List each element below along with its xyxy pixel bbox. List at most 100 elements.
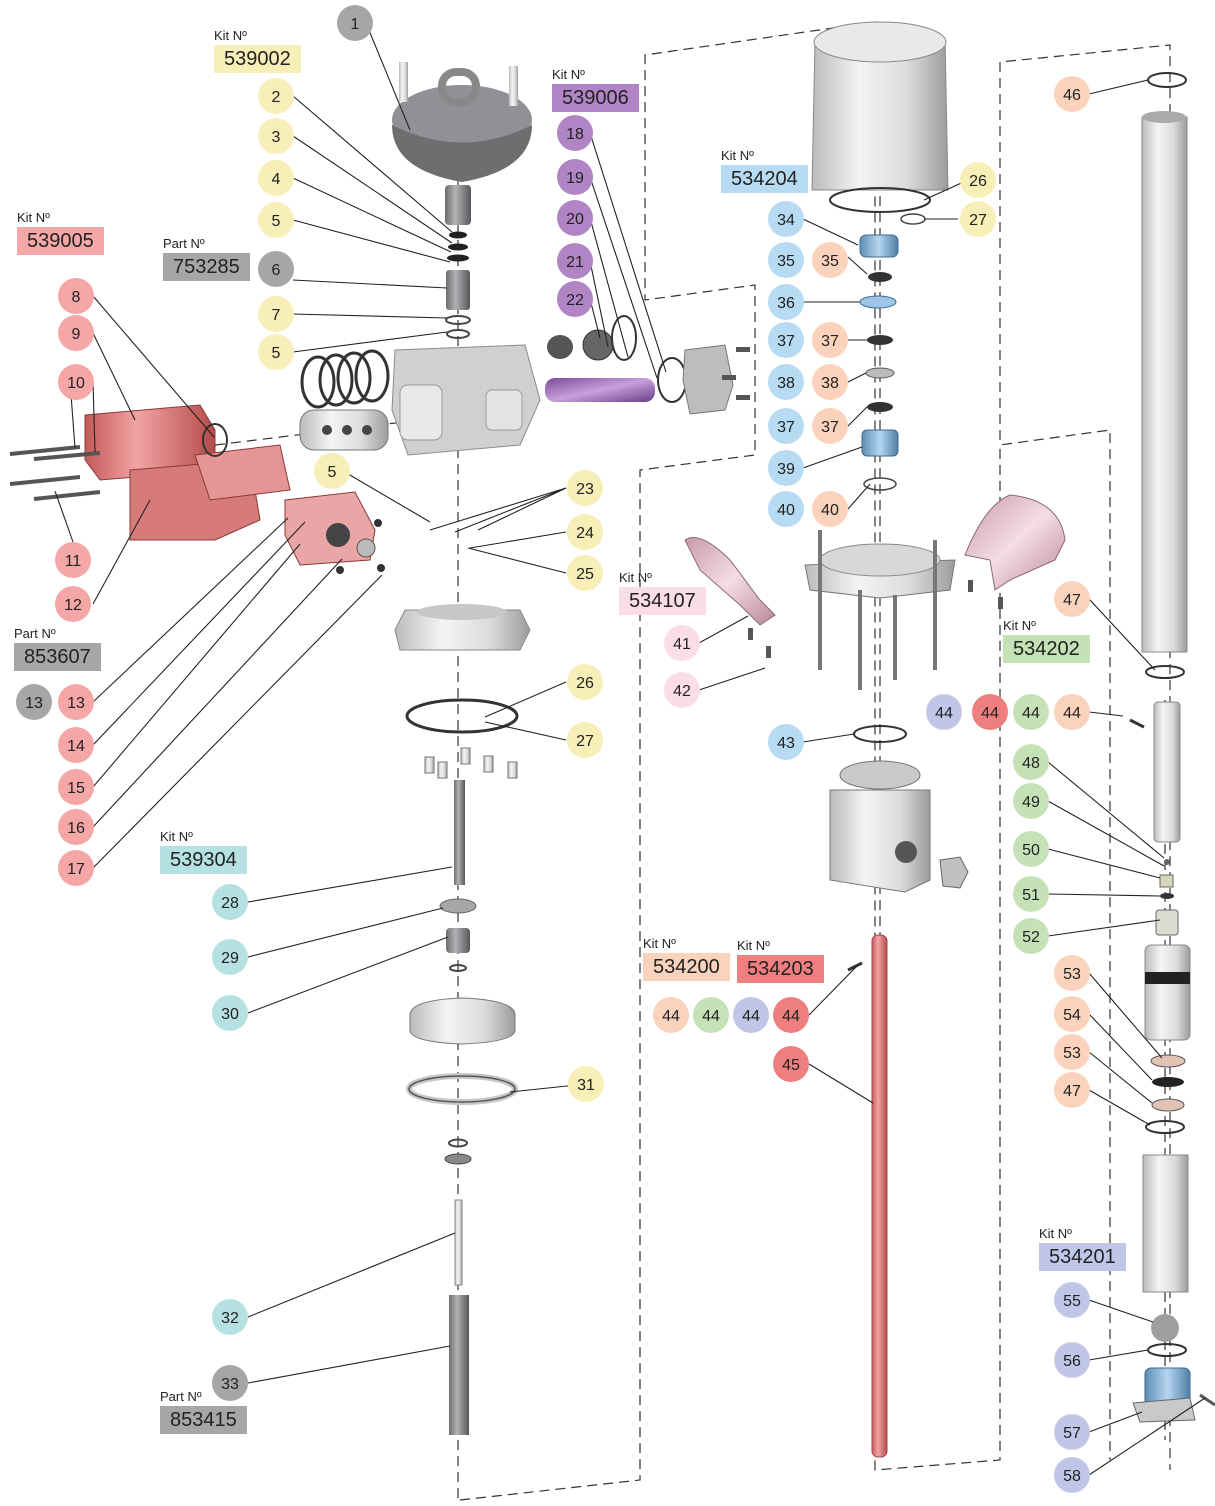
callout-circle — [557, 281, 593, 317]
callout-number: 37 — [821, 333, 839, 350]
part-853415: Part Nº 853415 — [160, 1389, 247, 1434]
callout-circle — [258, 160, 294, 196]
callout-16: 16 — [58, 809, 94, 845]
callout-circle — [258, 202, 294, 238]
callout-number: 35 — [777, 253, 795, 270]
callout-number: 38 — [821, 375, 839, 392]
callout-circle — [567, 514, 603, 550]
small-seals-stack — [445, 231, 471, 339]
kit-534107: Kit Nº 534107 — [619, 570, 706, 615]
kit-caption: Kit Nº — [17, 210, 50, 225]
callout-3: 3 — [258, 118, 294, 154]
kit-caption: Kit Nº — [721, 148, 754, 163]
callout-circle — [664, 672, 700, 708]
callout-circle — [1013, 876, 1049, 912]
callout-17: 17 — [58, 850, 94, 886]
kit-number: 534203 — [737, 955, 824, 983]
callout-47: 47 — [1054, 1072, 1090, 1108]
pump-base-with-rods — [804, 530, 956, 743]
callout-37: 37 — [812, 408, 848, 444]
callout-number: 24 — [576, 525, 594, 542]
callout-circle — [773, 997, 809, 1033]
callout-36: 36 — [768, 284, 804, 320]
callout-24: 24 — [567, 514, 603, 550]
callout-circle — [733, 997, 769, 1033]
callout-circle — [1054, 581, 1090, 617]
callout-circle — [768, 201, 804, 237]
callout-circle — [1054, 1414, 1090, 1450]
callout-number: 37 — [777, 419, 795, 436]
callout-circle — [567, 470, 603, 506]
callout-44: 44 — [926, 694, 962, 730]
callout-26: 26 — [567, 664, 603, 700]
callout-number: 26 — [576, 675, 594, 692]
callout-circle — [212, 884, 248, 920]
callout-44: 44 — [972, 694, 1008, 730]
right-column-parts — [1129, 72, 1215, 1423]
callout-52: 52 — [1013, 918, 1049, 954]
callout-circle — [960, 162, 996, 198]
motor-cap — [392, 62, 532, 225]
callout-number: 47 — [1063, 1083, 1081, 1100]
callout-circle — [212, 1299, 248, 1335]
callout-number: 38 — [777, 375, 795, 392]
callout-29: 29 — [212, 939, 248, 975]
callout-circle — [58, 769, 94, 805]
callout-circle — [212, 939, 248, 975]
kit-number: 534204 — [721, 165, 808, 193]
callout-number: 5 — [272, 213, 281, 230]
callout-number: 44 — [1063, 705, 1081, 722]
callout-number: 21 — [566, 254, 584, 271]
callout-circle — [557, 243, 593, 279]
callout-28: 28 — [212, 884, 248, 920]
kit-534201: Kit Nº 534201 — [1039, 1226, 1126, 1271]
callout-20: 20 — [557, 200, 593, 236]
callout-circle — [557, 115, 593, 151]
callout-number: 2 — [272, 89, 281, 106]
callout-circle — [972, 694, 1008, 730]
callout-33: 33 — [212, 1365, 248, 1401]
kit-caption: Part Nº — [163, 236, 205, 251]
callout-58: 58 — [1054, 1457, 1090, 1493]
callout-number: 27 — [576, 733, 594, 750]
callout-number: 44 — [742, 1008, 760, 1025]
kit-caption: Kit Nº — [737, 938, 770, 953]
callout-number: 13 — [67, 695, 85, 712]
callout-circle — [58, 727, 94, 763]
callout-number: 37 — [821, 419, 839, 436]
callout-number: 30 — [221, 1006, 239, 1023]
callout-39: 39 — [768, 450, 804, 486]
callout-41: 41 — [664, 625, 700, 661]
callout-circle — [58, 684, 94, 720]
callout-11: 11 — [55, 542, 91, 578]
callout-56: 56 — [1054, 1342, 1090, 1378]
callout-number: 39 — [777, 461, 795, 478]
callout-54: 54 — [1054, 996, 1090, 1032]
callout-number: 40 — [777, 502, 795, 519]
callout-5: 5 — [258, 334, 294, 370]
callout-number: 33 — [221, 1376, 239, 1393]
callout-circle — [653, 997, 689, 1033]
callout-2: 2 — [258, 78, 294, 114]
callout-circle — [768, 284, 804, 320]
callout-number: 1 — [351, 16, 360, 33]
callout-number: 7 — [272, 307, 281, 324]
callout-number: 49 — [1022, 794, 1040, 811]
callout-circle — [768, 450, 804, 486]
kit-number: 534200 — [643, 953, 730, 981]
callout-circle — [258, 78, 294, 114]
callout-38: 38 — [768, 364, 804, 400]
callout-number: 26 — [969, 173, 987, 190]
piston-parts-left — [394, 604, 531, 1435]
callout-number: 15 — [67, 780, 85, 797]
callout-circle — [58, 809, 94, 845]
callout-circle — [1054, 1072, 1090, 1108]
callout-circle — [58, 364, 94, 400]
callout-circle — [55, 586, 91, 622]
callout-circle — [1054, 996, 1090, 1032]
kit-534200: Kit Nº 534200 — [643, 936, 730, 981]
callout-44: 44 — [733, 997, 769, 1033]
callout-19: 19 — [557, 159, 593, 195]
callout-number: 13 — [25, 695, 43, 712]
callout-15: 15 — [58, 769, 94, 805]
